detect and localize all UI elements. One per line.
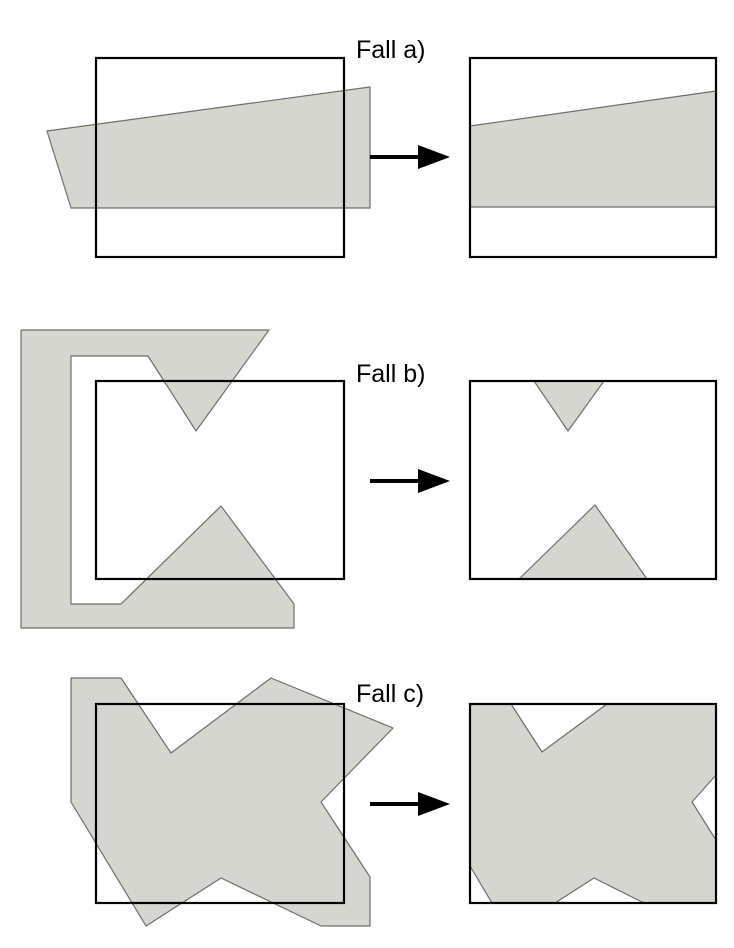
case-c-clipped-polygon bbox=[469, 703, 717, 904]
case-c-result-window bbox=[468, 702, 718, 905]
case-a-clipped-polygon bbox=[469, 90, 717, 208]
case-b-input-polygon bbox=[20, 329, 295, 629]
case-c: Fall c) bbox=[70, 677, 718, 927]
case-a-clip-window bbox=[94, 56, 346, 259]
case-b-clipped-top-triangle bbox=[533, 380, 605, 432]
case-b-clipped-bottom-triangle bbox=[518, 504, 648, 580]
case-a: Fall a) bbox=[46, 36, 718, 259]
case-c-label: Fall c) bbox=[356, 680, 424, 708]
case-c-input-polygon bbox=[70, 677, 394, 927]
case-a-arrow bbox=[370, 145, 450, 169]
case-a-result-window bbox=[468, 56, 718, 259]
case-b-arrow bbox=[370, 469, 450, 493]
case-b-clip-window bbox=[94, 379, 346, 581]
case-b-result-window bbox=[468, 379, 718, 581]
case-b: Fall b) bbox=[20, 329, 718, 629]
case-c-clip-window bbox=[94, 702, 346, 905]
case-a-label: Fall a) bbox=[356, 36, 425, 64]
case-b-label: Fall b) bbox=[356, 360, 425, 388]
case-c-arrow bbox=[370, 792, 450, 816]
case-a-input-polygon bbox=[46, 86, 371, 209]
